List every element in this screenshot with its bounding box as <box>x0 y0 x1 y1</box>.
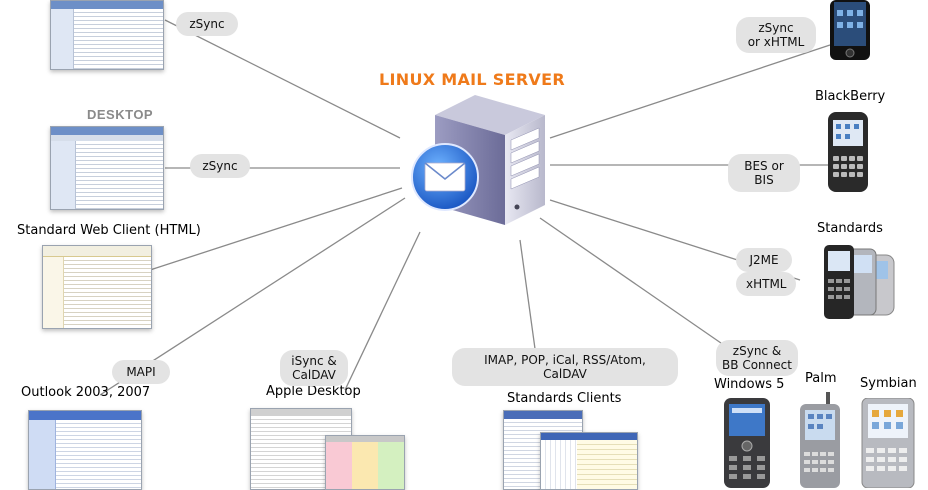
j2me-pill: J2ME <box>736 248 792 272</box>
isync-line1: iSync & <box>291 354 337 368</box>
zsync-xhtml-pill: zSync or xHTML <box>736 17 816 53</box>
windows-mobile-icon <box>724 398 770 488</box>
calendar-client-screenshot <box>540 432 638 490</box>
zsync-xhtml-line2: or xHTML <box>747 35 805 49</box>
web-client-screenshot <box>42 245 152 329</box>
apple-desktop-label: Apple Desktop <box>266 384 361 399</box>
imap-protocols-pill: IMAP, POP, iCal, RSS/Atom, CalDAV <box>452 348 678 386</box>
desktop-client-screenshot <box>50 126 164 210</box>
mapi-pill: MAPI <box>112 360 170 384</box>
desktop-label: DESKTOP <box>87 107 154 122</box>
symbian-label: Symbian <box>860 376 917 391</box>
standards-label: Standards <box>817 221 883 236</box>
apple-calendar-screenshot <box>325 435 405 490</box>
zsync-bb-connect-pill: zSync & BB Connect <box>716 340 798 376</box>
line-zsync-top <box>164 19 401 139</box>
bes-bis-pill: BES or BIS <box>728 154 800 192</box>
zsync-bb-line2: BB Connect <box>722 358 792 372</box>
isync-caldav-pill: iSync & CalDAV <box>280 350 348 386</box>
standards-clients-label: Standards Clients <box>507 391 622 406</box>
zsync-bb-line1: zSync & <box>732 344 782 358</box>
desktop-client-screenshot-top <box>50 0 164 70</box>
line-iphone <box>549 44 831 139</box>
isync-line2: CalDAV <box>292 368 336 382</box>
palm-label: Palm <box>805 371 837 386</box>
standards-phones-icon <box>824 245 895 319</box>
iphone-icon <box>830 0 870 60</box>
web-client-label: Standard Web Client (HTML) <box>17 223 201 238</box>
zsync-pill-mid: zSync <box>190 154 250 178</box>
zsync-pill-top: zSync <box>176 12 238 36</box>
windows5-label: Windows 5 <box>714 377 785 392</box>
server-icon <box>411 95 545 225</box>
blackberry-label: BlackBerry <box>815 89 886 104</box>
outlook-screenshot <box>28 410 142 490</box>
line-web <box>149 187 403 271</box>
symbian-phone-icon <box>861 398 915 488</box>
blackberry-icon <box>828 112 868 192</box>
page-title: LINUX MAIL SERVER <box>379 70 565 89</box>
line-apple <box>344 231 421 391</box>
outlook-label: Outlook 2003, 2007 <box>21 385 151 400</box>
zsync-xhtml-line1: zSync <box>758 21 794 35</box>
xhtml-pill: xHTML <box>736 272 796 296</box>
palm-treo-icon <box>800 392 840 488</box>
